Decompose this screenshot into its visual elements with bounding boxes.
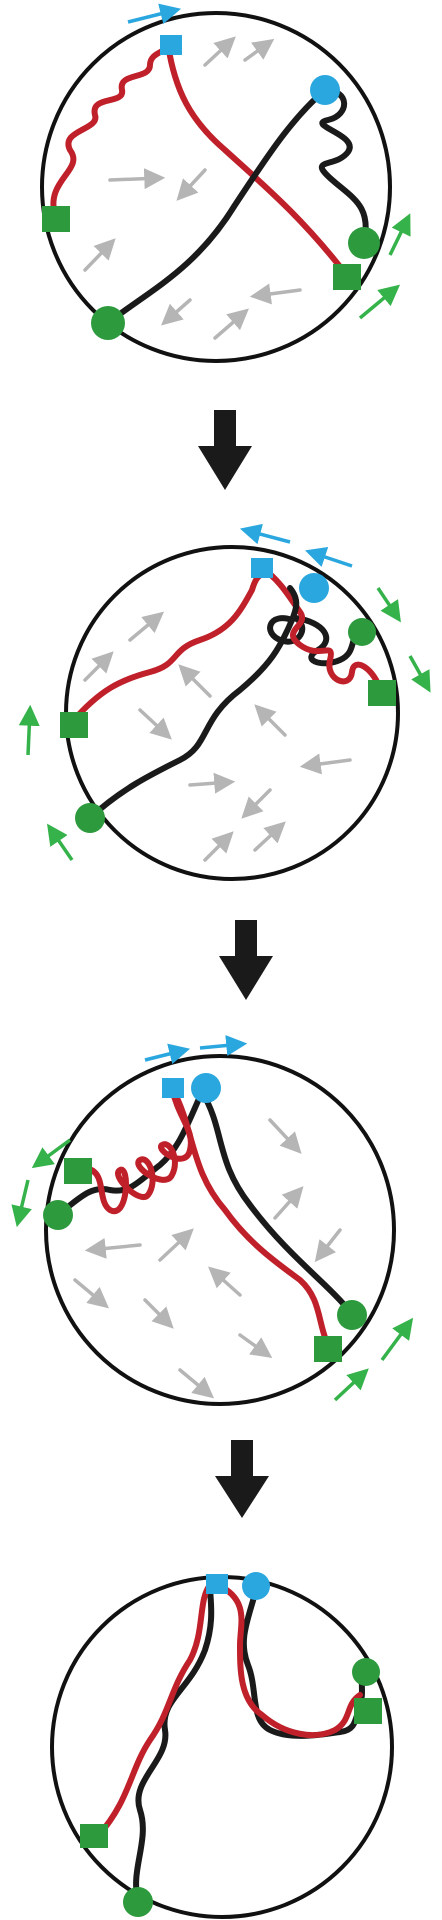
red-chain — [95, 1582, 213, 1839]
gray-arrow-icon — [268, 1118, 302, 1154]
red-chain — [215, 1582, 363, 1738]
gray-arrows — [73, 1118, 342, 1399]
gray-arrow-icon — [241, 788, 272, 819]
gray-arrows — [83, 36, 302, 340]
panel-1-outline — [40, 11, 392, 363]
blue-arrow-icon — [127, 3, 182, 25]
square-marker-icon — [160, 35, 182, 55]
gray-arrow-icon — [249, 283, 302, 305]
panel-4-outline — [50, 1575, 394, 1919]
square-marker-icon — [162, 1078, 184, 1098]
black-chain — [133, 1582, 215, 1903]
black-coil — [267, 615, 365, 667]
gray-arrow-icon — [84, 1237, 142, 1259]
circle-marker-icon — [75, 803, 105, 833]
circle-marker-icon — [348, 227, 380, 259]
black-chain — [105, 87, 328, 326]
green-arrow-icon — [47, 823, 74, 861]
red-chain — [69, 565, 265, 725]
panel-1 — [40, 3, 411, 363]
panel-2-outline — [64, 545, 400, 881]
gray-arrow-icon — [128, 611, 165, 642]
blue-arrow-icon — [199, 1035, 248, 1056]
green-arrow-icon — [376, 587, 401, 623]
square-marker-icon — [251, 558, 273, 578]
gray-arrow-icon — [143, 1298, 174, 1329]
black-chain — [199, 1089, 355, 1318]
gray-arrow-icon — [188, 772, 236, 794]
circle-marker-icon — [310, 75, 340, 105]
green-arrow-icon — [18, 704, 40, 756]
gray-arrow-icon — [243, 38, 275, 62]
down-arrow-icon — [215, 1440, 269, 1518]
gray-arrow-icon — [208, 1266, 242, 1297]
gray-arrow-icon — [203, 831, 234, 862]
gray-arrow-icon — [213, 308, 249, 340]
panel-2 — [18, 523, 431, 881]
square-marker-icon — [333, 264, 361, 290]
blue-arrow-icon — [239, 523, 291, 545]
circle-marker-icon — [123, 1887, 153, 1917]
green-arrow-icon — [31, 1138, 72, 1169]
green-arrow-icon — [388, 213, 411, 256]
gray-arrow-icon — [178, 1368, 215, 1399]
green-arrow-icon — [333, 1368, 369, 1402]
down-arrow-icon — [198, 410, 252, 490]
circle-marker-icon — [348, 618, 376, 646]
gray-arrow-icon — [203, 36, 236, 67]
gray-arrow-icon — [108, 168, 166, 190]
red-chain — [165, 42, 348, 276]
circle-marker-icon — [191, 1073, 221, 1103]
square-marker-icon — [64, 1158, 92, 1184]
red-coil — [50, 42, 171, 218]
panel-3 — [11, 1035, 414, 1406]
red-coil — [75, 1085, 194, 1215]
red-chain — [169, 1085, 329, 1343]
circle-marker-icon — [91, 306, 125, 340]
blue-arrow-icon — [144, 1043, 191, 1065]
circle-marker-icon — [242, 1572, 270, 1600]
black-chain — [87, 617, 295, 821]
square-marker-icon — [354, 1698, 382, 1724]
gray-arrow-icon — [138, 708, 172, 740]
gray-arrow-icon — [273, 1186, 304, 1220]
green-arrow-icon — [380, 1317, 414, 1362]
green-arrow-icon — [408, 655, 431, 693]
gray-arrows — [83, 611, 352, 862]
gray-arrow-icon — [158, 1228, 194, 1262]
gray-arrow-icon — [83, 651, 114, 682]
black-chain — [287, 585, 300, 623]
green-arrow-icon — [11, 1179, 32, 1228]
square-marker-icon — [314, 1336, 342, 1362]
gray-arrow-icon — [314, 1228, 342, 1263]
gray-arrow-icon — [238, 1333, 273, 1359]
gray-arrow-icon — [176, 168, 207, 201]
down-arrow-icon — [219, 920, 273, 1000]
gray-arrow-icon — [178, 664, 212, 698]
black-coil — [319, 87, 369, 246]
panel-3-outline — [44, 1054, 396, 1406]
circle-marker-icon — [299, 573, 329, 603]
circle-marker-icon — [43, 1200, 73, 1230]
square-marker-icon — [42, 206, 70, 232]
square-marker-icon — [80, 1824, 108, 1848]
circle-marker-icon — [337, 1300, 367, 1330]
blue-arrow-icon — [305, 547, 353, 568]
square-marker-icon — [368, 680, 396, 706]
gray-arrow-icon — [161, 298, 192, 326]
panel-4 — [50, 1572, 394, 1919]
gray-arrow-icon — [73, 1278, 110, 1309]
green-arrow-icon — [358, 284, 401, 320]
square-marker-icon — [206, 1574, 228, 1594]
gray-arrow-icon — [253, 821, 286, 852]
gray-arrow-icon — [299, 753, 352, 775]
red-coil — [259, 565, 383, 693]
gray-arrow-icon — [83, 238, 116, 272]
gray-arrow-icon — [254, 704, 287, 737]
circle-marker-icon — [352, 1658, 380, 1686]
square-marker-icon — [60, 712, 88, 738]
